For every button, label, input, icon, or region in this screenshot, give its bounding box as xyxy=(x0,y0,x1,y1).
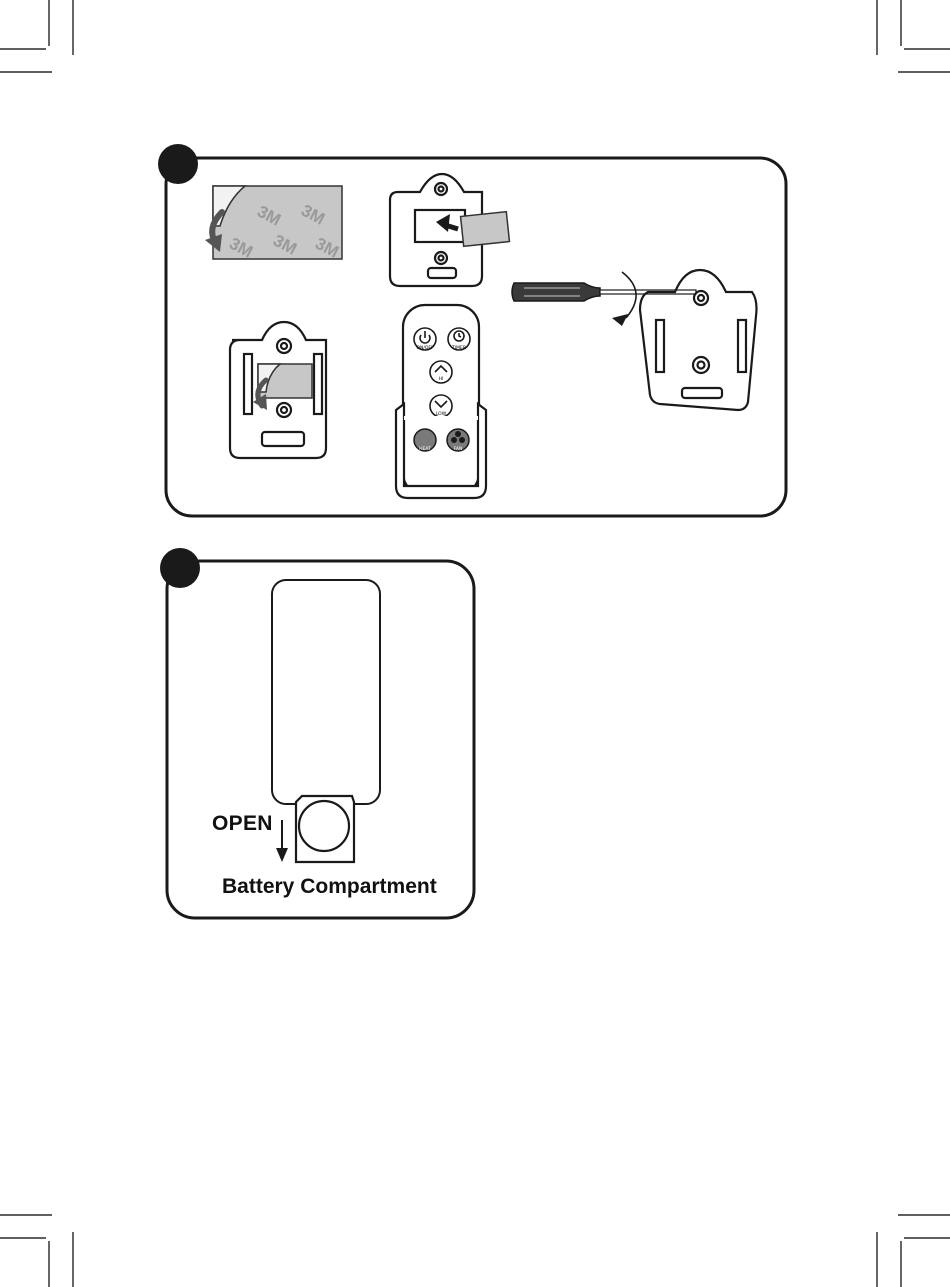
coin-battery-icon xyxy=(299,801,349,851)
remote-back-outline xyxy=(272,580,380,804)
open-label: OPEN xyxy=(212,812,273,836)
battery-compartment-label: Battery Compartment xyxy=(222,875,437,899)
step-marker-2 xyxy=(160,548,200,588)
